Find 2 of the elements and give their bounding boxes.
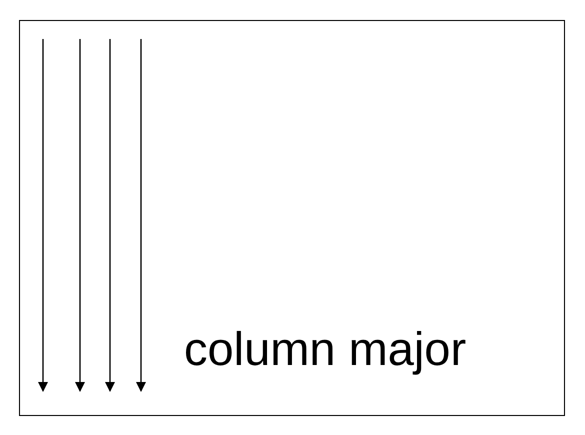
- caption-text: column major: [184, 321, 466, 376]
- frame-box: [19, 20, 565, 416]
